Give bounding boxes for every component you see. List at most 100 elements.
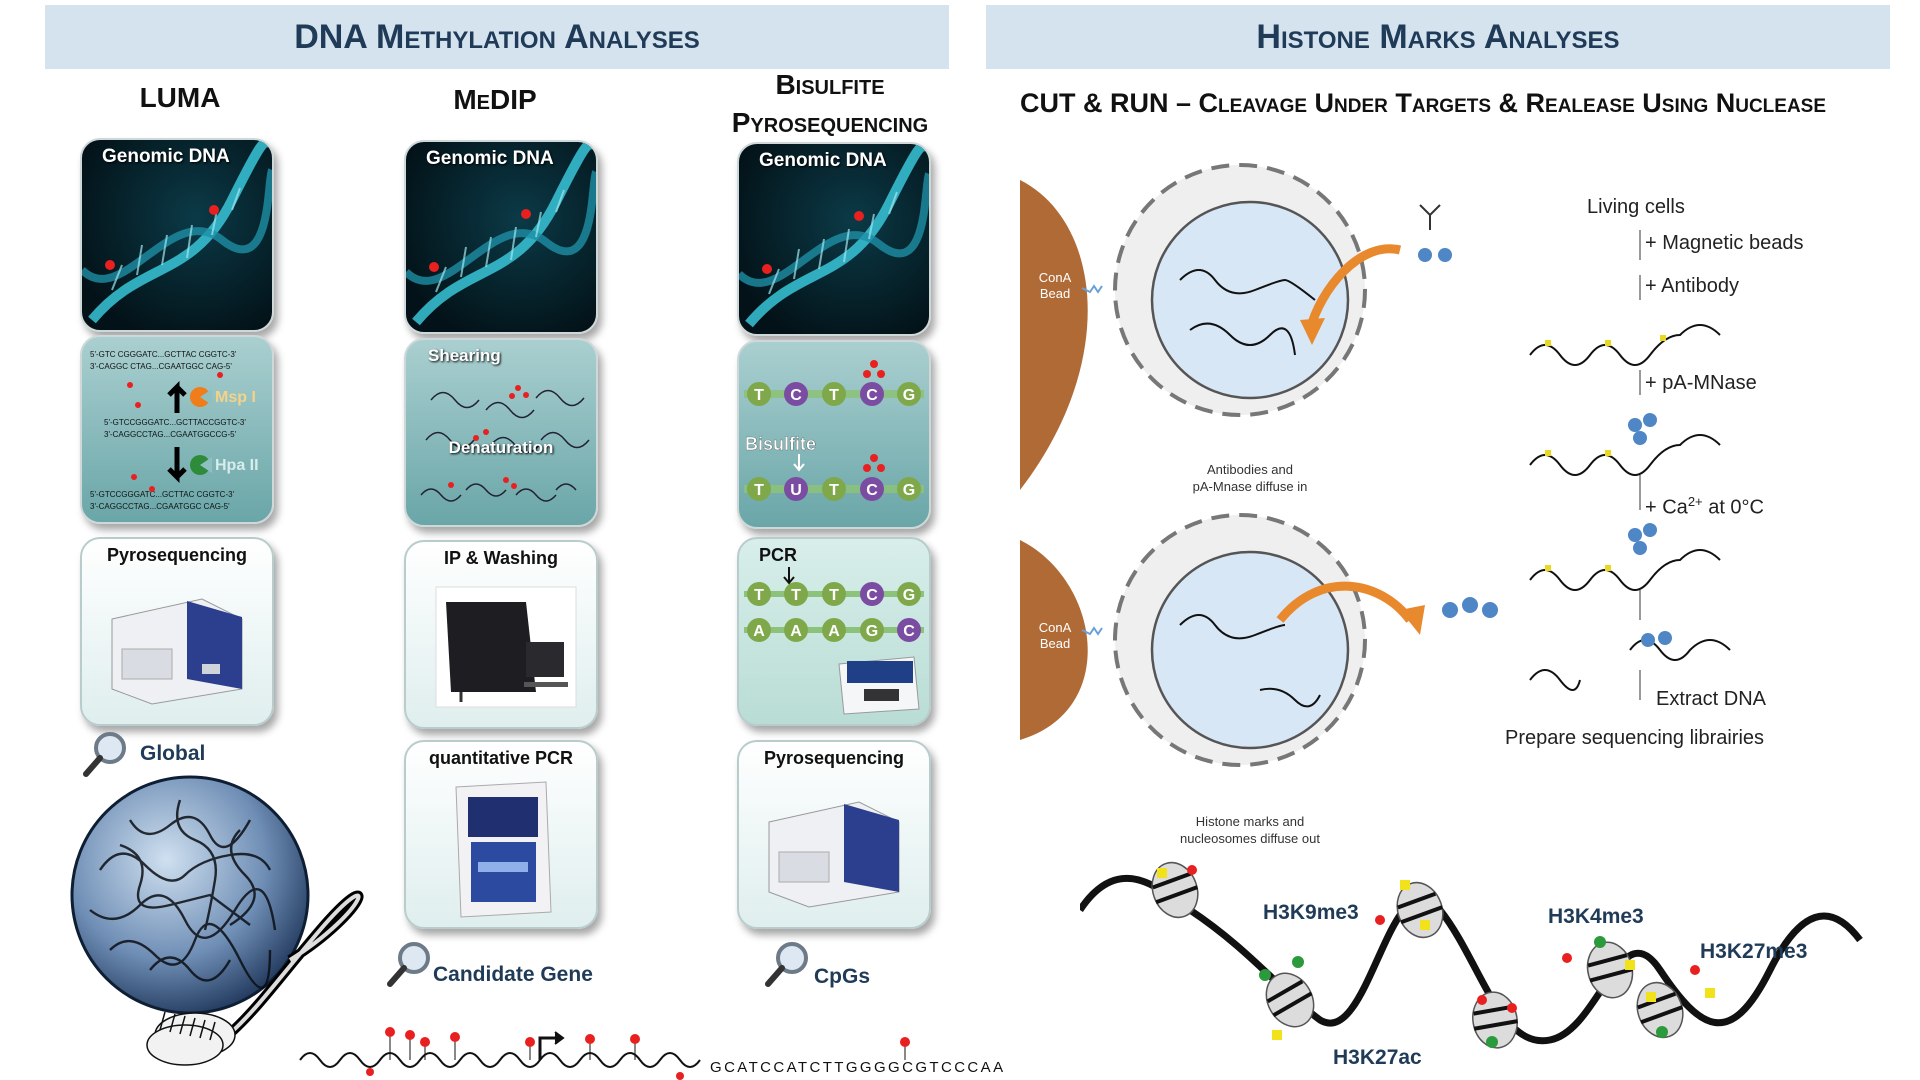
workflow-graphic <box>1529 230 1731 700</box>
luma-pyrosequencing-tile: Pyrosequencing <box>80 537 274 726</box>
step-living-cells: Living cells <box>1587 196 1685 218</box>
base-circle <box>897 582 921 606</box>
qpcr-instrument-icon <box>455 781 552 918</box>
denaturation-label: Denaturation <box>448 438 554 457</box>
pyrosequencing-label-2: Pyrosequencing <box>763 748 905 768</box>
base-circle <box>822 582 846 606</box>
qpcr-label: quantitative PCR <box>428 748 574 768</box>
cutrun-diffuse-in-graphic <box>1020 163 1452 490</box>
base-letter: T <box>754 387 764 404</box>
msp-seq-top1: 5'-GTC CGGGATC...GCTTAC CGGTC-3' <box>90 350 237 359</box>
base-letter: G <box>903 387 915 404</box>
msp-seq-mid2: 3'-CAGGCCTAG...CGAATGGCCG-5' <box>104 430 237 439</box>
cutrun-diffuse-out-graphic <box>1020 513 1498 767</box>
cona-bead-label-2: ConA Bead <box>1038 620 1072 651</box>
msp-seq-bot2: 3'-CAGGCCTAG...CGAATGGC CAG-5' <box>90 502 230 511</box>
base-letter: T <box>791 587 801 604</box>
chromatin-globe-graphic: GCATCCATCTTGGGGCGTCCCAA <box>70 775 1003 1080</box>
genomic-dna-label: Genomic DNA <box>759 150 887 171</box>
base-circle <box>747 582 771 606</box>
base-letter: C <box>903 623 915 640</box>
magnifier-icon <box>83 732 126 777</box>
bisulfite-heading-line2: Pyrosequencing <box>731 107 929 138</box>
base-letter: C <box>866 587 878 604</box>
msp-seq-top2: 3'-CAGGC CTAG...CGAATGGC CAG-5' <box>90 362 232 371</box>
step-extract-dna: Extract DNA <box>1656 688 1767 710</box>
base-circle <box>784 582 808 606</box>
pyrosequencing-label: Pyrosequencing <box>106 545 248 565</box>
h3k27me3-label: H3K27me3 <box>1700 940 1808 963</box>
base-letter: A <box>753 623 765 640</box>
medip-qpcr-tile: quantitative PCR <box>404 740 598 929</box>
base-circle <box>747 618 771 642</box>
nucleosomes <box>1151 861 1684 1049</box>
diffuse-in-caption-line2: pA-Mnase diffuse in <box>1192 479 1308 494</box>
base-letter: U <box>790 482 802 499</box>
luma-heading: LUMA <box>139 82 221 113</box>
base-circle <box>784 477 808 501</box>
luma-genomic-dna-tile: Genomic DNA <box>80 138 274 332</box>
base-circle <box>822 477 846 501</box>
base-letter: G <box>866 623 878 640</box>
histone-marks-banner: Histone Marks Analyses <box>986 5 1890 69</box>
luma-digestion-graphic: 5'-GTC CGGGATC...GCTTAC CGGTC-3' 3'-CAGG… <box>90 350 259 511</box>
medip-ip-washing-tile: IP & Washing <box>404 540 598 729</box>
base-letter: T <box>754 482 764 499</box>
ca-rest-text: at 0°C <box>1702 496 1764 519</box>
step-antibody: + Antibody <box>1645 275 1739 297</box>
base-circle <box>822 382 846 406</box>
dna-helix-icon <box>406 142 596 326</box>
step-pa-mnase: + pA-MNase <box>1645 372 1757 394</box>
global-label: Global <box>140 742 206 765</box>
genomic-dna-label: Genomic DNA <box>426 148 554 169</box>
candidate-gene-label: Candidate Gene <box>433 963 593 986</box>
cona-bead-label-1: ConA Bead <box>1038 270 1072 301</box>
nucleosome-fiber-graphic <box>1080 861 1863 1049</box>
base-letter: A <box>790 623 802 640</box>
base-letter: G <box>903 482 915 499</box>
msp-label: Msp I <box>215 389 256 406</box>
ca-superscript: 2+ <box>1687 494 1703 509</box>
base-circle <box>897 382 921 406</box>
luma-digestion-tile: 5'-GTC CGGGATC...GCTTAC CGGTC-3' 3'-CAGG… <box>80 335 274 524</box>
workstation-icon <box>435 586 577 708</box>
bisulfite-genomic-dna-tile: Genomic DNA <box>737 142 931 336</box>
base-letter: C <box>866 482 878 499</box>
base-circle <box>784 382 808 406</box>
bisulfite-pyrosequencing-tile: Pyrosequencing <box>737 740 931 929</box>
magnifier-icon <box>387 942 430 987</box>
base-circle <box>897 618 921 642</box>
ca-text: + Ca <box>1645 496 1688 519</box>
msp-seq-mid1: 5'-GTCCGGGATC...GCTTACCGGTC-3' <box>104 418 246 427</box>
hpa-label: Hpa II <box>215 457 259 474</box>
msp-seq-bot1: 5'-GTCCGGGATC...GCTTAC CGGTC-3' <box>90 490 235 499</box>
magnifier-icon <box>765 942 808 987</box>
thermocycler-icon <box>838 656 920 715</box>
dna-helix-icon <box>82 140 272 324</box>
bisulfite-heading-line1: Bisulfite <box>775 69 885 100</box>
base-letter: T <box>829 587 839 604</box>
medip-heading: MeDIP <box>453 84 537 115</box>
histone-mark-stars <box>1187 865 1700 1013</box>
base-letter: C <box>866 387 878 404</box>
cpgs-label: CpGs <box>814 965 871 988</box>
bisulfite-label: Bisulfite <box>745 434 816 454</box>
medip-shearing-tile: Shearing Denaturation <box>404 338 598 527</box>
h3k9me3-label: H3K9me3 <box>1263 901 1359 924</box>
step-magnetic-beads: + Magnetic beads <box>1645 232 1804 254</box>
base-circle <box>747 382 771 406</box>
diffuse-in-caption-line1: Antibodies and <box>1206 462 1293 477</box>
base-letter: T <box>829 482 839 499</box>
cpg-lollipops <box>366 1027 910 1080</box>
base-letter: A <box>828 623 840 640</box>
diffuse-out-caption-line2: nucleosomes diffuse out <box>1180 831 1320 846</box>
base-letter: C <box>790 387 802 404</box>
base-circle <box>860 382 884 406</box>
base-circle <box>784 618 808 642</box>
step-prepare-libraries: Prepare sequencing librairies <box>1505 727 1765 749</box>
dna-methylation-banner: DNA Methylation Analyses <box>45 5 949 69</box>
h3k27ac-label: H3K27ac <box>1333 1046 1422 1069</box>
